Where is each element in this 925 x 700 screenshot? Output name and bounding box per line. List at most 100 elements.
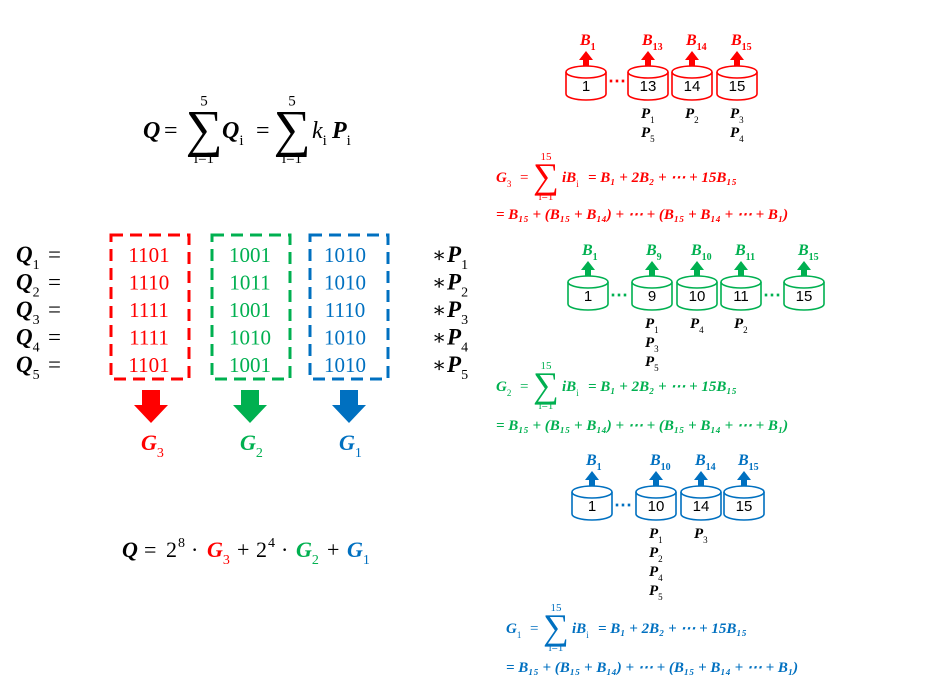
q-row-label-main: Q1 (16, 242, 40, 273)
g3-bits: 1111 (129, 326, 169, 350)
up-arrow-icon (690, 261, 704, 280)
sum-sigma: ∑5i=1 (185, 93, 222, 167)
group-label: G2 (240, 430, 263, 461)
down-arrow-icon (134, 390, 168, 423)
up-arrow-icon (585, 471, 599, 490)
p-symbol-main: P4 (446, 325, 468, 356)
sum-equals: = (530, 621, 538, 637)
q-row-label: Q2 (16, 270, 40, 301)
bucket-b-label-main: B1 (581, 242, 598, 263)
q-row-equals: = (48, 242, 61, 267)
bucket-p-item-main: P5 (649, 583, 663, 602)
sigma-upper-limit: 15 (541, 360, 553, 372)
q-row-label-main: Q5 (16, 352, 40, 383)
combine-g1: G1 (347, 537, 370, 568)
formula-lhs: Q (143, 118, 160, 144)
group-label-main: G2 (240, 430, 263, 461)
bucket-b-label-main: B15 (730, 32, 752, 53)
bucket-p-item-main: P1 (649, 526, 663, 545)
p-symbol: P5 (446, 352, 468, 383)
cylinder-top (567, 275, 609, 289)
bucket-p-item: P1 (641, 106, 655, 125)
bucket-b-label-main: B1 (585, 452, 602, 473)
multiply-operator: ∗ (432, 353, 446, 377)
sigma-symbol: ∑ (273, 101, 310, 158)
bucket-number: 10 (648, 498, 665, 515)
sum-body: iBi (562, 379, 579, 398)
q-row-label: Q4 (16, 325, 40, 356)
bucket-number: 10 (689, 288, 706, 305)
sigma-upper-limit: 15 (541, 151, 553, 163)
sigma-upper-limit: 5 (288, 93, 296, 109)
p-symbol: P1 (446, 242, 468, 273)
g1-dashed-box (308, 233, 390, 381)
multiply-operator: ∗ (432, 243, 446, 267)
expand-line: = B₁₅ + (B₁₅ + B₁₄) + ⋯ + (B₁₅ + B₁₄ + ⋯… (496, 207, 788, 223)
group-arrow-3: G3 (134, 390, 168, 461)
bucket-b-label-main: B14 (694, 452, 716, 473)
multiply-operator: ∗ (432, 271, 446, 295)
bucket-b-label: B1 (579, 32, 596, 53)
bucket-b-label: B11 (734, 242, 755, 263)
g3-dashed-box (109, 233, 191, 381)
g1-bits: 1010 (324, 326, 366, 350)
group-label: G1 (339, 430, 362, 461)
bucket-groups: B11B1313P1P5B1414P2B1515P3P4⋯G3=∑15i=1iB… (496, 32, 825, 676)
bucket-b-label: B14 (694, 452, 716, 473)
bucket-b-label: B13 (641, 32, 663, 53)
up-arrow-icon (685, 51, 699, 70)
bucket-b-label: B15 (737, 452, 759, 473)
bucket-b-label-main: B1 (579, 32, 596, 53)
sum-lhs: G1 (506, 621, 521, 640)
bucket-b-label-main: B10 (649, 452, 671, 473)
sum-rhs: = B₁ + 2B₂ + ⋯ + 15B₁₅ (588, 379, 737, 395)
p-symbol-main: P1 (446, 242, 468, 273)
formula-term-q: Qi (222, 118, 244, 149)
combine-plus: + (237, 537, 249, 562)
up-arrow-icon (641, 51, 655, 70)
down-arrow-icon (233, 390, 267, 423)
expand-line: = B₁₅ + (B₁₅ + B₁₄) + ⋯ + (B₁₅ + B₁₄ + ⋯… (496, 418, 788, 434)
up-arrow-icon (730, 51, 744, 70)
sigma-symbol: ∑ (185, 101, 222, 158)
bucket-p-item-main: P4 (690, 316, 704, 335)
up-arrow-icon (649, 471, 663, 490)
up-arrow-icon (579, 51, 593, 70)
combine-base-2: 2 (256, 537, 267, 562)
sum-sigma: ∑15i=1 (543, 602, 569, 654)
formula-term-k: ki (312, 118, 327, 149)
group-arrow-1: G1 (332, 390, 366, 461)
bucket-number: 14 (693, 498, 710, 515)
sum-lhs: G3 (496, 170, 512, 189)
down-arrow-icon (332, 390, 366, 423)
formula-equals-2: = (256, 118, 270, 144)
sigma-lower-limit: i=1 (549, 642, 564, 654)
combine-exponent-2: 4 (268, 536, 275, 551)
bucket-number: 15 (729, 78, 746, 95)
bucket-b-label: B15 (730, 32, 752, 53)
cylinder-top (565, 65, 607, 79)
bucket-number: 1 (582, 78, 590, 95)
combine-g3: G3 (207, 537, 230, 568)
multiply-operator: ∗ (432, 298, 446, 322)
sum-lhs-main: G2 (496, 379, 511, 398)
bucket-p-item: P4 (649, 564, 663, 583)
g3-bits: 1101 (128, 353, 169, 377)
bucket-p-item-main: P1 (641, 106, 655, 125)
bucket-p-item: P5 (641, 125, 655, 144)
q-row-equals: = (48, 270, 61, 295)
bucket-b-label-main: B14 (685, 32, 707, 53)
bucket-p-item: P2 (734, 316, 748, 335)
bucket-number: 9 (648, 288, 656, 305)
cylinder-body (571, 492, 613, 521)
q-row-label-main: Q3 (16, 297, 40, 328)
